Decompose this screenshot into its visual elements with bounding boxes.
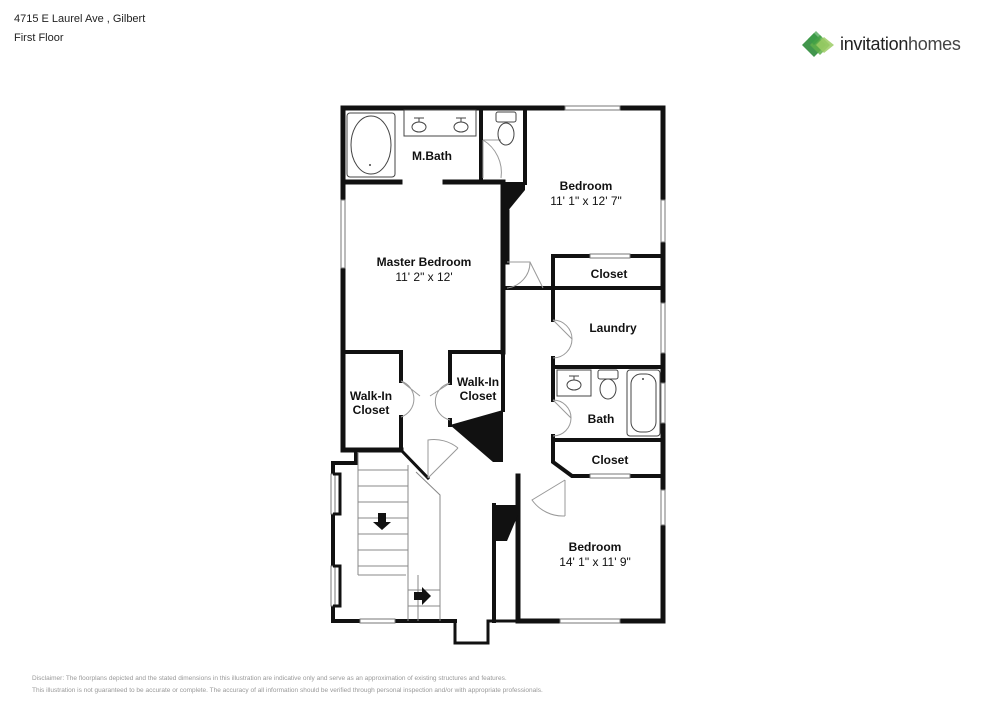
toilet-icon (599, 378, 617, 400)
brand-wordmark: invitationhomes (840, 34, 961, 55)
disclaimer-line-2: This illustration is not guaranteed to b… (32, 687, 543, 694)
arrow-down-icon (373, 513, 391, 530)
address-text: 4715 E Laurel Ave , Gilbert (14, 13, 146, 25)
doors (400, 139, 573, 517)
bathtub-basin (630, 373, 657, 433)
bathtub (346, 112, 396, 178)
sink-icon (453, 121, 469, 133)
brand-logo-icon (802, 31, 834, 57)
room-label-bedroom2: Bedroom (569, 540, 622, 554)
brand-logo: invitationhomes (798, 25, 978, 65)
toilet-tank (597, 369, 619, 380)
disclaimer-line-1: Disclaimer: The floorplans depicted and … (32, 675, 507, 682)
room-label-closet2: Closet (592, 453, 629, 467)
bathtub (626, 369, 661, 437)
room-label-walkin-right-2: Closet (460, 389, 497, 403)
fixtures (346, 109, 661, 437)
windows (330, 105, 666, 624)
drain-icon (642, 378, 644, 380)
vanity-counter (403, 109, 477, 137)
arrow-right-icon (414, 587, 431, 605)
wall-block (503, 182, 525, 212)
room-dims-bedroom2: 14' 1" x 11' 9" (559, 555, 631, 569)
toilet-tank (495, 111, 517, 123)
bath-vanity (556, 369, 592, 397)
wall-block (450, 410, 503, 462)
staircase (357, 452, 441, 621)
wall-block (494, 505, 518, 541)
room-label-closet1: Closet (591, 267, 628, 281)
room-label-laundry: Laundry (589, 321, 637, 335)
stair-arrows (373, 513, 431, 605)
room-label-master: Master Bedroom (377, 255, 472, 269)
room-dims-master: 11' 2" x 12' (395, 270, 452, 284)
drain-icon (369, 164, 371, 166)
bathtub-basin (350, 115, 392, 175)
sink-icon (566, 379, 582, 391)
room-label-walkin-left-2: Closet (353, 403, 390, 417)
brand-name-part1: invitation (840, 34, 909, 54)
room-dims-bedroom1: 11' 1" x 12' 7" (550, 194, 622, 208)
room-label-bath: Bath (588, 412, 615, 426)
room-label-walkin-left-1: Walk-In (350, 389, 392, 403)
room-label-bedroom1: Bedroom (560, 179, 613, 193)
sink-icon (411, 121, 427, 133)
floor-label: First Floor (14, 32, 64, 44)
bay-walls (333, 472, 342, 608)
room-label-mbath: M.Bath (412, 149, 452, 163)
toilet-icon (497, 122, 515, 146)
brand-name-part2: homes (908, 34, 961, 54)
room-label-walkin-right-1: Walk-In (457, 375, 499, 389)
